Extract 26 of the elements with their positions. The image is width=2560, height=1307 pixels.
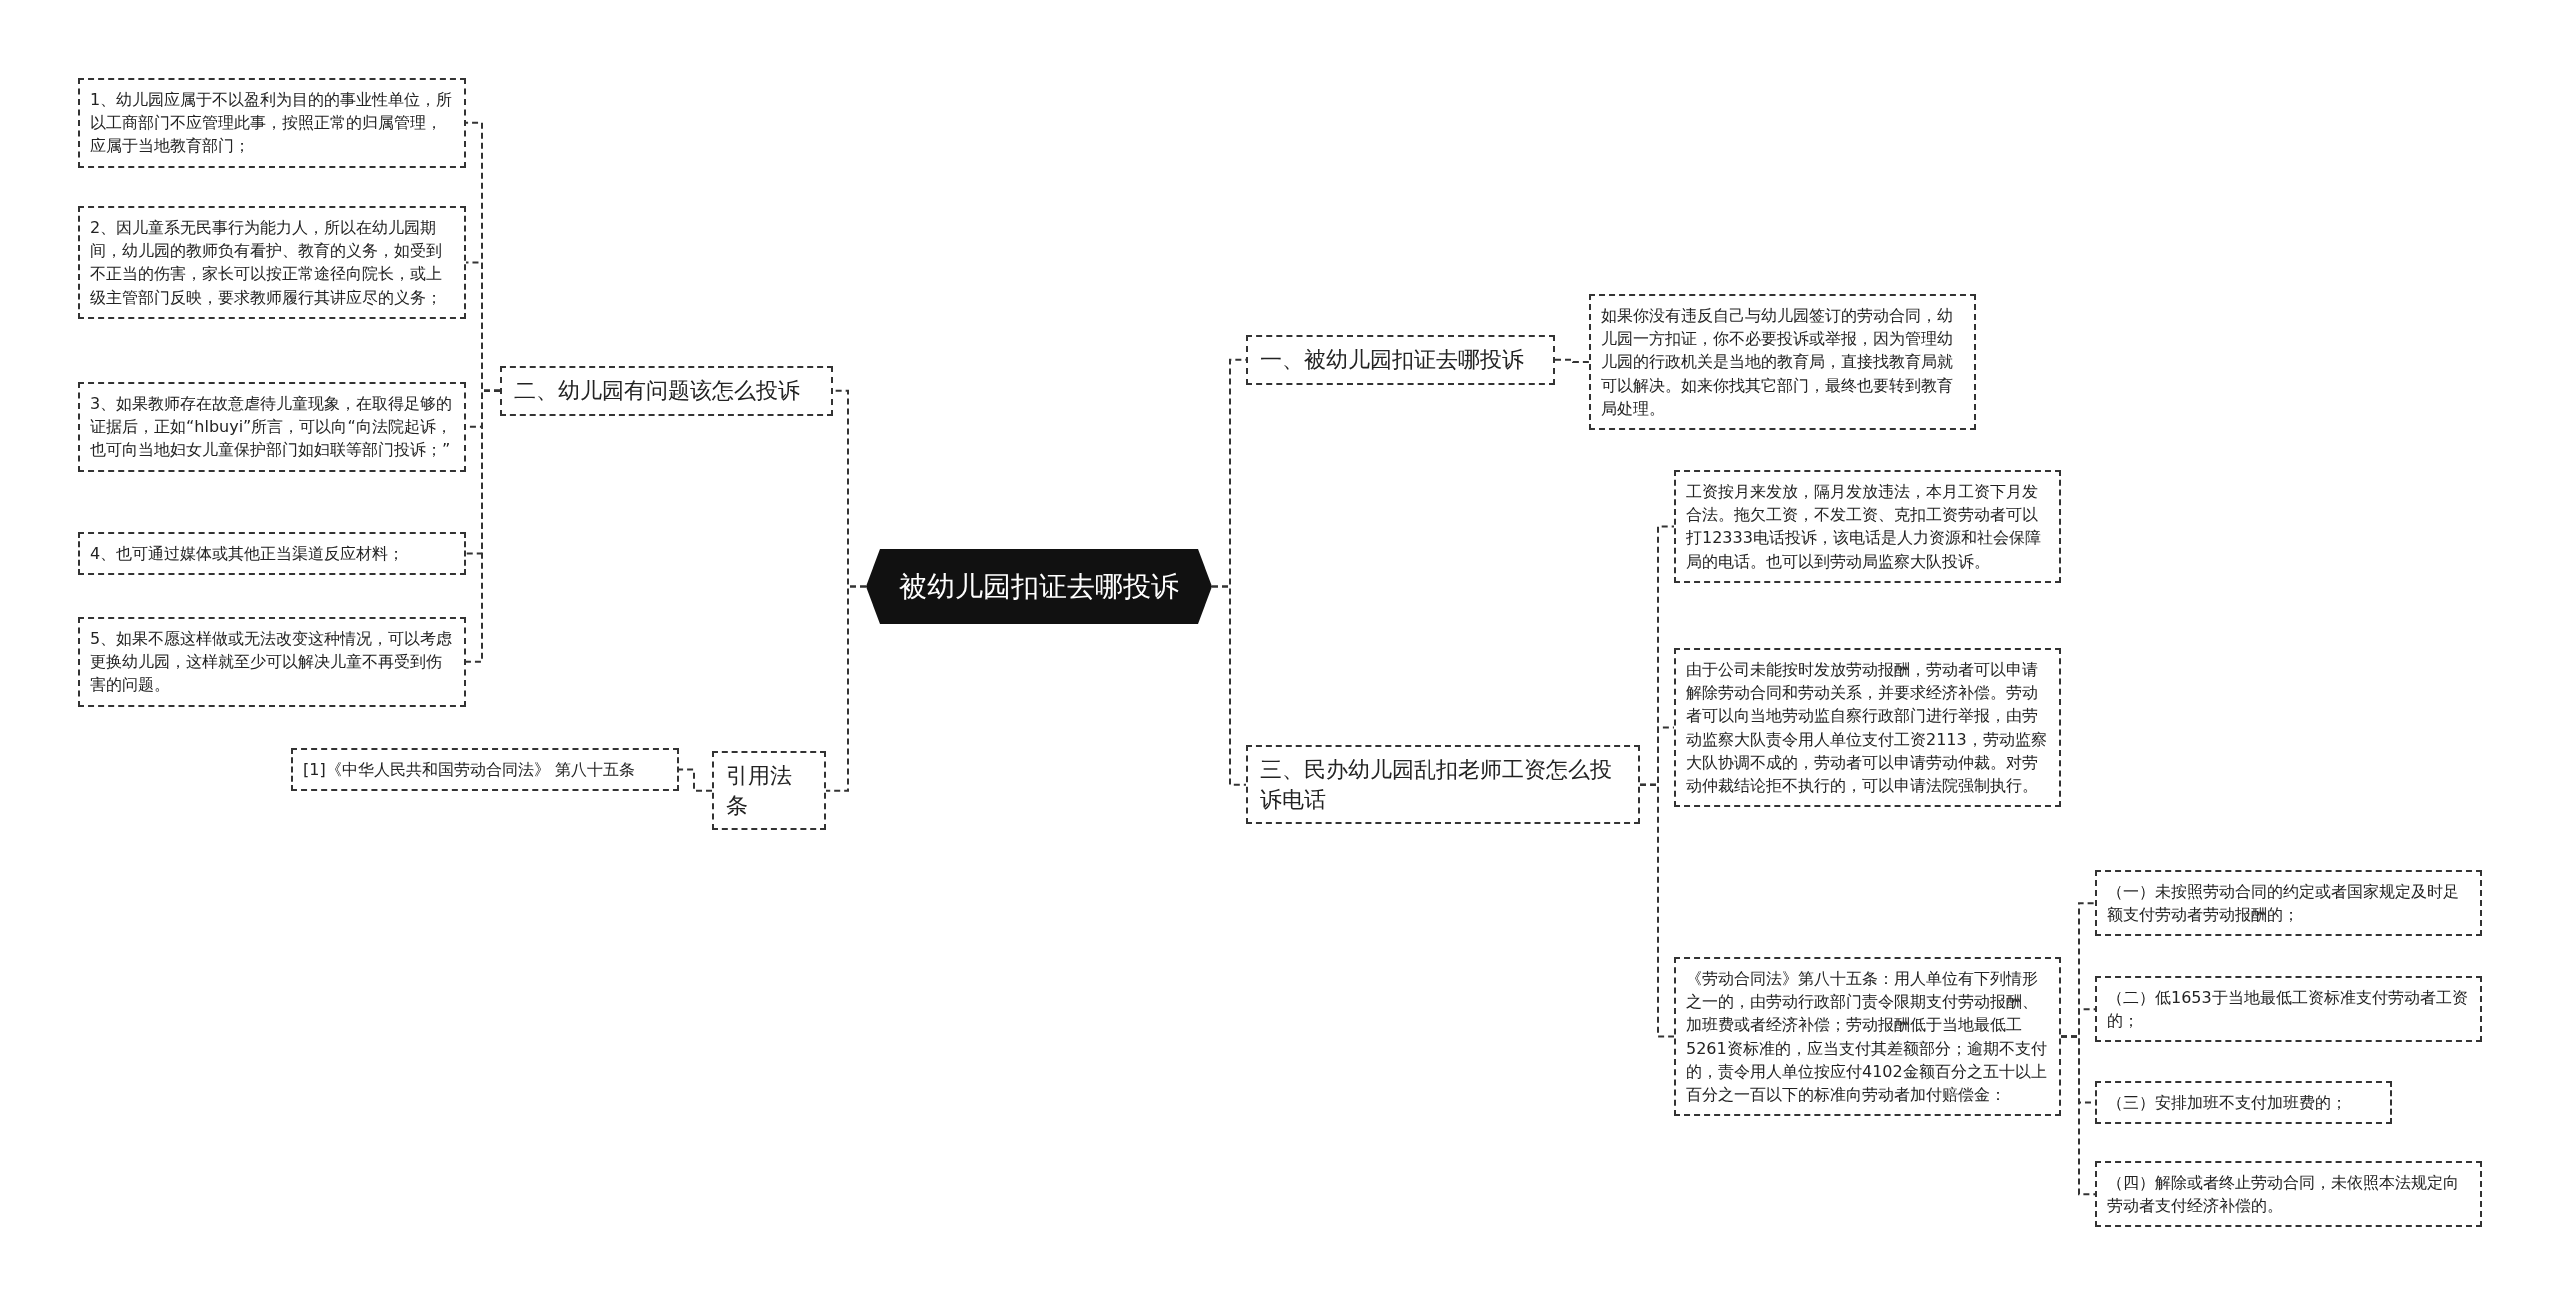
text-box: 由于公司未能按时发放劳动报酬，劳动者可以申请解除劳动合同和劳动关系，并要求经济补偿。劳动者可以向当地劳动监自察行政部门进行举报，由劳动监察大队责令用人单位支付工资2113，劳动监察大队协调不成的，劳动者可以申请劳动仲裁。对劳动仲裁结论拒不执行的，可以申请法院强制执行。 [1674, 648, 2061, 808]
connector-line [465, 389, 501, 663]
text-box: （四）解除或者终止劳动合同，未依照本法规定向劳动者支付经济补偿的。 [2095, 1161, 2482, 1228]
connector-line [2060, 1035, 2096, 1196]
topic-box: 引用法条 [712, 751, 826, 831]
text-box: 如果你没有违反自己与幼儿园签订的劳动合同，幼儿园一方扣证，你不必要投诉或举报，因为管理幼儿园的行政机关是当地的教育局，直接找教育局就可以解决。如来你找其它部门，最终也要转到教育局处理。 [1589, 294, 1976, 430]
text-box: 5、如果不愿这样做或无法改变这种情况，可以考虑更换幼儿园，这样就至少可以解决儿童不再受到伤害的问题。 [78, 617, 466, 707]
connector-line [1639, 783, 1675, 1038]
connector-line [1554, 358, 1590, 363]
connector-line [825, 585, 867, 792]
text-box: （一）未按照劳动合同的约定或者国家规定及时足额支付劳动者劳动报酬的； [2095, 870, 2482, 937]
topic-box: 三、民办幼儿园乱扣老师工资怎么投诉电话 [1246, 745, 1640, 825]
text-box: 4、也可通过媒体或其他正当渠道反应材料； [78, 532, 466, 576]
topic-box: 二、幼儿园有问题该怎么投诉 [500, 366, 833, 416]
connector-line [1211, 585, 1247, 786]
text-box: 工资按月来发放，隔月发放违法，本月工资下月发合法。拖欠工资，不发工资、克扣工资劳动者可以打12333电话投诉，该电话是人力资源和社会保障局的电话。也可以到劳动局监察大队投诉。 [1674, 470, 2061, 583]
text-box: （二）低1653于当地最低工资标准支付劳动者工资的； [2095, 976, 2482, 1043]
text-box: [1]《中华人民共和国劳动合同法》 第八十五条 [291, 748, 679, 792]
text-box: 《劳动合同法》第八十五条：用人单位有下列情形之一的，由劳动行政部门责令限期支付劳动报酬、加班费或者经济补偿；劳动报酬低于当地最低工5261资标准的，应当支付其差额部分；逾期不支付的，责令用人单位按应付4102金额百分之五十以上百分之一百以下的标准向劳动者加付赔偿金： [1674, 957, 2061, 1117]
connector-line [678, 768, 713, 792]
text-box: 3、如果教师存在故意虐待儿童现象，在取得足够的证据后，正如“hlbuyi”所言，可以向“向法院起诉，也可向当地妇女儿童保护部门如妇联等部门投诉；” [78, 382, 466, 472]
topic-box: 一、被幼儿园扣证去哪投诉 [1246, 335, 1555, 385]
text-box: 1、幼儿园应属于不以盈利为目的的事业性单位，所以工商部门不应管理此事，按照正常的归属管理，应属于当地教育部门； [78, 78, 466, 168]
text-box: （三）安排加班不支付加班费的； [2095, 1081, 2392, 1125]
text-box: 2、因儿童系无民事行为能力人，所以在幼儿园期间，幼儿园的教师负有看护、教育的义务，如受到不正当的伤害，家长可以按正常途径向院长，或上级主管部门反映，要求教师履行其讲应尽的义务； [78, 206, 466, 319]
central-topic-node: 被幼儿园扣证去哪投诉 [866, 549, 1212, 624]
